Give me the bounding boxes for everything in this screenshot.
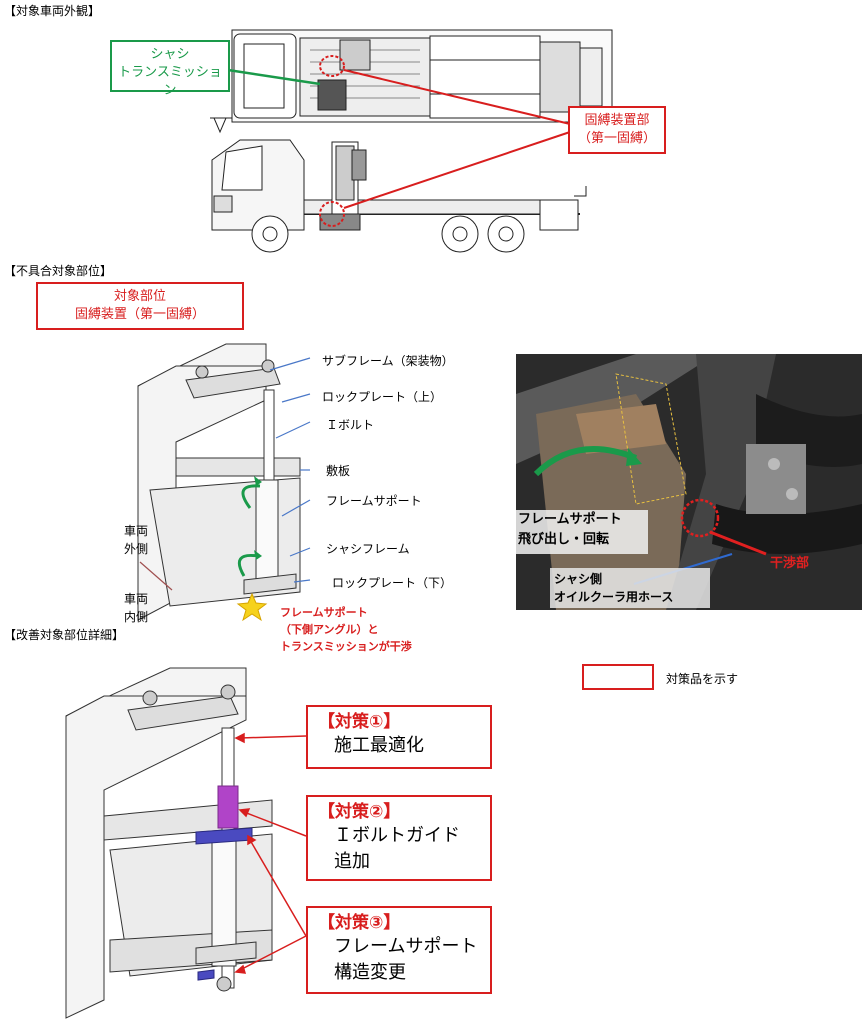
label-vehicle-outside: 車両 外側 [124, 522, 148, 558]
lashing-device-callout: 固縛装置部 （第一固縛） [568, 106, 666, 154]
interference-note: フレームサポート （下側アングル）と トランスミッションが干渉 [280, 604, 412, 655]
interference-star [236, 592, 268, 622]
section-heading-vehicle-exterior: 【対象車両外観】 [4, 4, 101, 18]
callout-line: シャシ [150, 47, 190, 62]
countermeasure-2-line: 追加 [334, 851, 370, 872]
cm2-leader [243, 811, 307, 837]
countermeasure-3-title: 【対策③】 [318, 913, 401, 933]
cm1-leader [239, 735, 307, 739]
frame-support-lower-angle [197, 969, 215, 981]
label-line: 外側 [124, 542, 149, 556]
rotation-arrow-upper [241, 484, 261, 509]
subframe [65, 667, 247, 1019]
rotation-arrowhead-upper [254, 476, 262, 486]
countermeasure-1-title: 【対策①】 [318, 712, 401, 732]
countermeasure-2-box: 【対策②】 Ｉボルトガイド 追加 [306, 795, 492, 881]
photo-green-arrow [533, 446, 638, 477]
label-line: 内側 [124, 610, 149, 624]
truck-side-view [211, 139, 587, 253]
photo-oil-cooler-hose-label: シャシ側 オイルクーラ用ホース [554, 570, 673, 606]
label-lock-plate-lower: ロックプレート（下） [332, 576, 453, 590]
callout-line: 対象部位 [113, 289, 166, 304]
section-heading-defect-location: 【不具合対象部位】 [4, 264, 113, 278]
label-i-bolt: Ｉボルト [326, 418, 375, 432]
countermeasure-3-line: フレームサポート [334, 936, 478, 957]
countermeasure-1-box: 【対策①】 施工最適化 [306, 705, 492, 769]
legend-text: 対策品を示す [666, 672, 739, 686]
callout-line: トランスミッション [118, 65, 222, 98]
highlight-circle-top [319, 55, 345, 77]
label-line: オイルクーラ用ホース [554, 590, 674, 604]
chassis-transmission-callout: シャシ トランスミッション [110, 40, 230, 98]
target-part-callout: 対象部位 固縛装置（第一固縛） [36, 282, 244, 330]
truck-top-view [210, 29, 613, 134]
countermeasure-3-box: 【対策③】 フレームサポート 構造変更 [306, 906, 492, 994]
countermeasure-2-title: 【対策②】 [318, 802, 401, 822]
leader-green [227, 68, 321, 86]
photo-interference-circle [680, 498, 720, 538]
label-line: フレームサポート [518, 512, 622, 527]
label-line: シャシ側 [554, 572, 603, 586]
label-vehicle-inside: 車両 内側 [124, 590, 148, 626]
frame-support [255, 479, 279, 585]
label-line: 車両 [124, 524, 149, 538]
countermeasure-1-line: 施工最適化 [334, 735, 424, 756]
lock-plate-lower [243, 573, 297, 595]
label-subframe: サブフレーム（架装物） [322, 354, 454, 368]
lock-plate-lower [195, 941, 257, 965]
cm3-leader-upper [249, 839, 307, 937]
countermeasure-3-line: 構造変更 [334, 962, 406, 983]
photo-interference-label: 干渉部 [770, 556, 810, 571]
highlight-circle-side [319, 201, 345, 227]
label-base-plate: 敷板 [326, 464, 351, 478]
truck-drawing [210, 29, 613, 253]
callout-line: （第一固縛） [577, 131, 656, 146]
section-heading-improvement-detail: 【改善対象部位詳細】 [4, 628, 125, 642]
label-line: 飛び出し・回転 [518, 532, 610, 547]
callout-line: 固縛装置部 [584, 113, 650, 128]
photo-frame-support-label: フレームサポート 飛び出し・回転 [518, 510, 622, 550]
note-line: （下側アングル）と [280, 623, 379, 636]
label-frame-support: フレームサポート [326, 494, 422, 508]
bolt-guide-added [217, 785, 239, 829]
countermeasure-2-line: Ｉボルトガイド [334, 825, 460, 846]
label-lock-plate-upper: ロックプレート（上） [322, 390, 443, 404]
label-line: 車両 [124, 592, 149, 606]
lock-plate-upper [127, 695, 239, 731]
rotation-arrow-lower [237, 553, 259, 577]
rotation-arrowhead-lower [254, 550, 262, 560]
lashing-device-illustration [137, 343, 311, 622]
leader-red-side [343, 131, 571, 209]
lock-plate-upper [185, 367, 281, 399]
defect-photo [516, 354, 862, 610]
cm3-leader-lower [239, 935, 307, 971]
improved-assembly-illustration [65, 667, 307, 1019]
leader-red-top [343, 69, 571, 125]
orientation-arrow [139, 561, 173, 591]
note-line: フレームサポート [280, 606, 368, 619]
label-chassis-frame: シャシフレーム [326, 542, 410, 556]
legend-swatch [582, 664, 654, 690]
base-plate [175, 457, 301, 477]
note-line: トランスミッションが干渉 [280, 640, 412, 653]
callout-line: 固縛装置（第一固縛） [74, 307, 205, 322]
